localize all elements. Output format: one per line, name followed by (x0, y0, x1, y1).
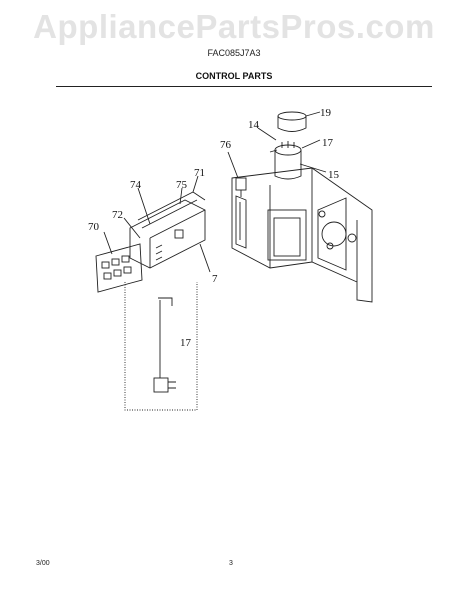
watermark: AppliancePartsPros.com (33, 8, 435, 45)
callout-76: 76 (220, 139, 232, 151)
callout-7: 7 (212, 273, 218, 285)
model-number: FAC085J7A3 (207, 48, 261, 58)
footer-date: 3/00 (36, 560, 50, 567)
callout-70: 70 (88, 221, 100, 233)
callout-75: 75 (176, 179, 188, 191)
front-panel-drawing (95, 243, 143, 293)
callout-74: 74 (130, 179, 142, 191)
header-rule (56, 86, 432, 87)
leader-lines (103, 111, 327, 273)
callout-72: 72 (112, 209, 123, 221)
callout-17-capacitor: 17 (322, 137, 334, 149)
callout-19: 19 (320, 107, 332, 119)
callout-labels: 19 14 17 76 15 74 75 71 72 70 7 17 (88, 107, 340, 349)
callout-17-harness: 17 (180, 337, 192, 349)
control-board-drawing (129, 191, 206, 269)
capacitor-drawing (269, 111, 307, 180)
harness-box-drawing (124, 282, 198, 411)
relay-drawing (235, 177, 247, 197)
section-title: CONTROL PARTS (195, 71, 273, 81)
callout-14: 14 (248, 119, 260, 131)
control-bracket-drawing (231, 167, 373, 303)
callout-15: 15 (328, 169, 340, 181)
footer-page-number: 3 (229, 560, 233, 567)
callout-71: 71 (194, 167, 205, 179)
